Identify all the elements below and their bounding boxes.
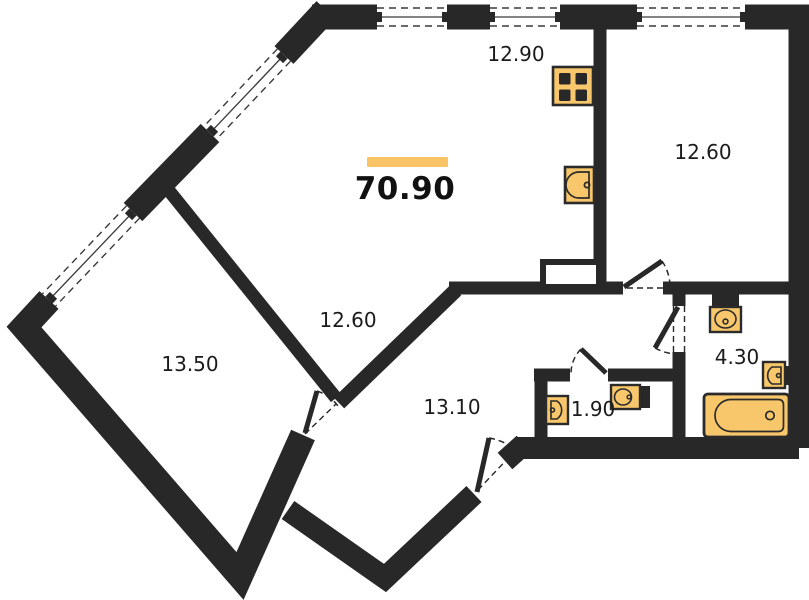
- doors: [302, 258, 686, 493]
- bedroom-door: [622, 258, 671, 290]
- entrance-door: [474, 437, 519, 493]
- interior-walls: [156, 23, 799, 448]
- wc-area-label: 1.90: [570, 397, 616, 421]
- total-area-accent-bar: [367, 157, 448, 167]
- exterior-walls: [6, 1, 809, 600]
- total-area-value: 70.90: [354, 171, 456, 207]
- windows: [41, 7, 745, 307]
- corridor-area-label: 12.60: [319, 308, 377, 332]
- kitchen-area-label: 12.90: [487, 42, 545, 66]
- vent-shaft: [540, 259, 602, 290]
- window-top-1: [377, 7, 447, 27]
- bathroom-toilet-icon: [708, 292, 743, 334]
- window-diagonal-2: [41, 205, 141, 307]
- window-top-2: [490, 7, 560, 27]
- bathroom-door: [652, 305, 686, 355]
- bathtub-icon: [702, 392, 791, 439]
- bathroom-washbasin-icon: [761, 360, 790, 390]
- wc-toilet-icon: [609, 383, 650, 411]
- bathroom-area-label: 4.30: [714, 345, 760, 369]
- wc-door: [570, 347, 608, 375]
- window-diagonal-1: [202, 48, 292, 140]
- room-13-50-door: [302, 390, 339, 435]
- window-top-3: [637, 7, 745, 27]
- fixtures: [544, 65, 791, 439]
- bedroom-area-label: 12.60: [674, 140, 732, 164]
- room2-area-label: 13.50: [161, 352, 219, 376]
- stove-icon: [551, 65, 595, 107]
- wc-washbasin-icon: [544, 394, 570, 426]
- kitchen-sink-icon: [563, 165, 596, 205]
- hall-area-label: 13.10: [423, 395, 481, 419]
